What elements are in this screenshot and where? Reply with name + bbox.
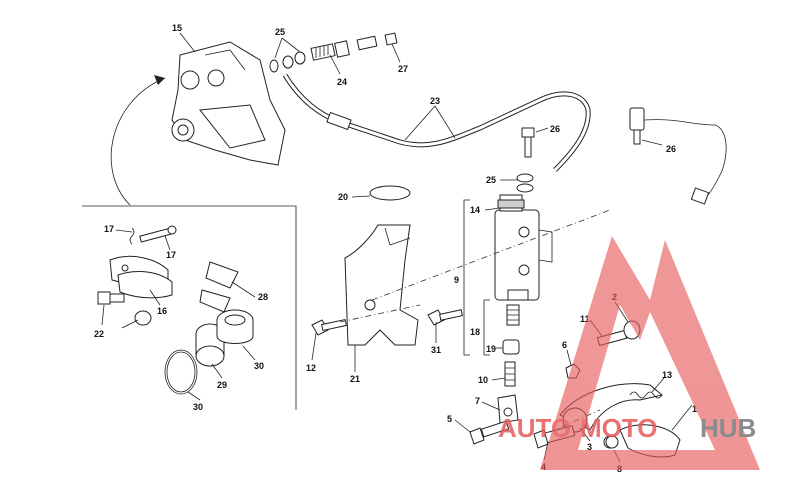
callout-17: 17 (104, 224, 114, 234)
callout-18: 18 (470, 327, 480, 337)
sealing-washer (516, 173, 534, 183)
callout-30: 30 (193, 402, 203, 412)
callout-21: 21 (350, 374, 360, 384)
callout-15: 15 (172, 23, 182, 33)
clevis (497, 394, 519, 424)
callout-31: 31 (431, 345, 441, 355)
detail-pointer-arrow (110, 77, 166, 206)
callout-10: 10 (478, 375, 488, 385)
sealing-washer (516, 183, 534, 193)
callout-9: 9 (454, 275, 459, 285)
brake-caliper (171, 41, 286, 166)
circlip (369, 185, 411, 201)
washer-8 (605, 435, 619, 449)
master-cylinder-bracket (344, 224, 419, 346)
callout-17: 17 (166, 250, 176, 260)
callout-12: 12 (306, 363, 316, 373)
callout-26: 26 (550, 124, 560, 134)
callout-14: 14 (470, 205, 480, 215)
o-ring-inner (166, 351, 196, 393)
callout-19: 19 (486, 344, 496, 354)
brake-pad-set (109, 255, 173, 299)
callout-7: 7 (475, 396, 480, 406)
callout-3: 3 (587, 442, 592, 452)
callout-6: 6 (562, 340, 567, 350)
group-bracket-9 (463, 199, 470, 356)
arrow-head (154, 75, 165, 85)
callout-30: 30 (254, 361, 264, 371)
callout-23: 23 (430, 96, 440, 106)
push-rod-assembly (502, 304, 520, 387)
watermark-text-hub: HUB (700, 413, 756, 443)
callout-28: 28 (258, 292, 268, 302)
assembly-axis (339, 304, 421, 323)
group-bracket-18 (483, 299, 490, 356)
pad-spring (199, 261, 239, 313)
pad-pin (139, 225, 177, 243)
callout-16: 16 (157, 306, 167, 316)
caliper-piston (195, 323, 225, 367)
automotohub-watermark: AUTO MOTO HUB (498, 236, 760, 470)
watermark-logo-mark (540, 236, 760, 470)
detail-inset-frame (82, 205, 297, 410)
watermark-text-moto: MOTO (580, 413, 658, 443)
piston-seal (216, 309, 254, 344)
return-spring (629, 391, 663, 399)
bolt-5 (469, 420, 510, 445)
bleed-screw (97, 291, 125, 305)
dust-cap (134, 310, 152, 326)
callout-11: 11 (580, 314, 590, 324)
pin-clip (129, 227, 135, 245)
callout-27: 27 (398, 64, 408, 74)
callout-25: 25 (275, 27, 285, 37)
leader-lines (101, 32, 693, 463)
callout-22: 22 (94, 329, 104, 339)
callout-29: 29 (217, 380, 227, 390)
assembly-axis (371, 209, 611, 301)
callout-labels: 15 25 24 27 23 26 26 25 14 20 9 18 19 12… (94, 23, 697, 474)
callout-1: 1 (692, 404, 697, 414)
banjo-bolt-26 (521, 127, 535, 158)
banjo-fitting-top (269, 32, 398, 73)
callout-13: 13 (662, 370, 672, 380)
callout-5: 5 (447, 414, 452, 424)
callout-26: 26 (666, 144, 676, 154)
bolt-31 (427, 309, 463, 326)
brake-hose-inner (283, 74, 590, 172)
brake-light-switch (629, 107, 727, 205)
callout-20: 20 (338, 192, 348, 202)
o-ring (164, 349, 198, 395)
master-cylinder (494, 194, 553, 301)
callout-24: 24 (337, 77, 347, 87)
watermark-text-auto: AUTO (498, 413, 571, 443)
callout-25: 25 (486, 175, 496, 185)
